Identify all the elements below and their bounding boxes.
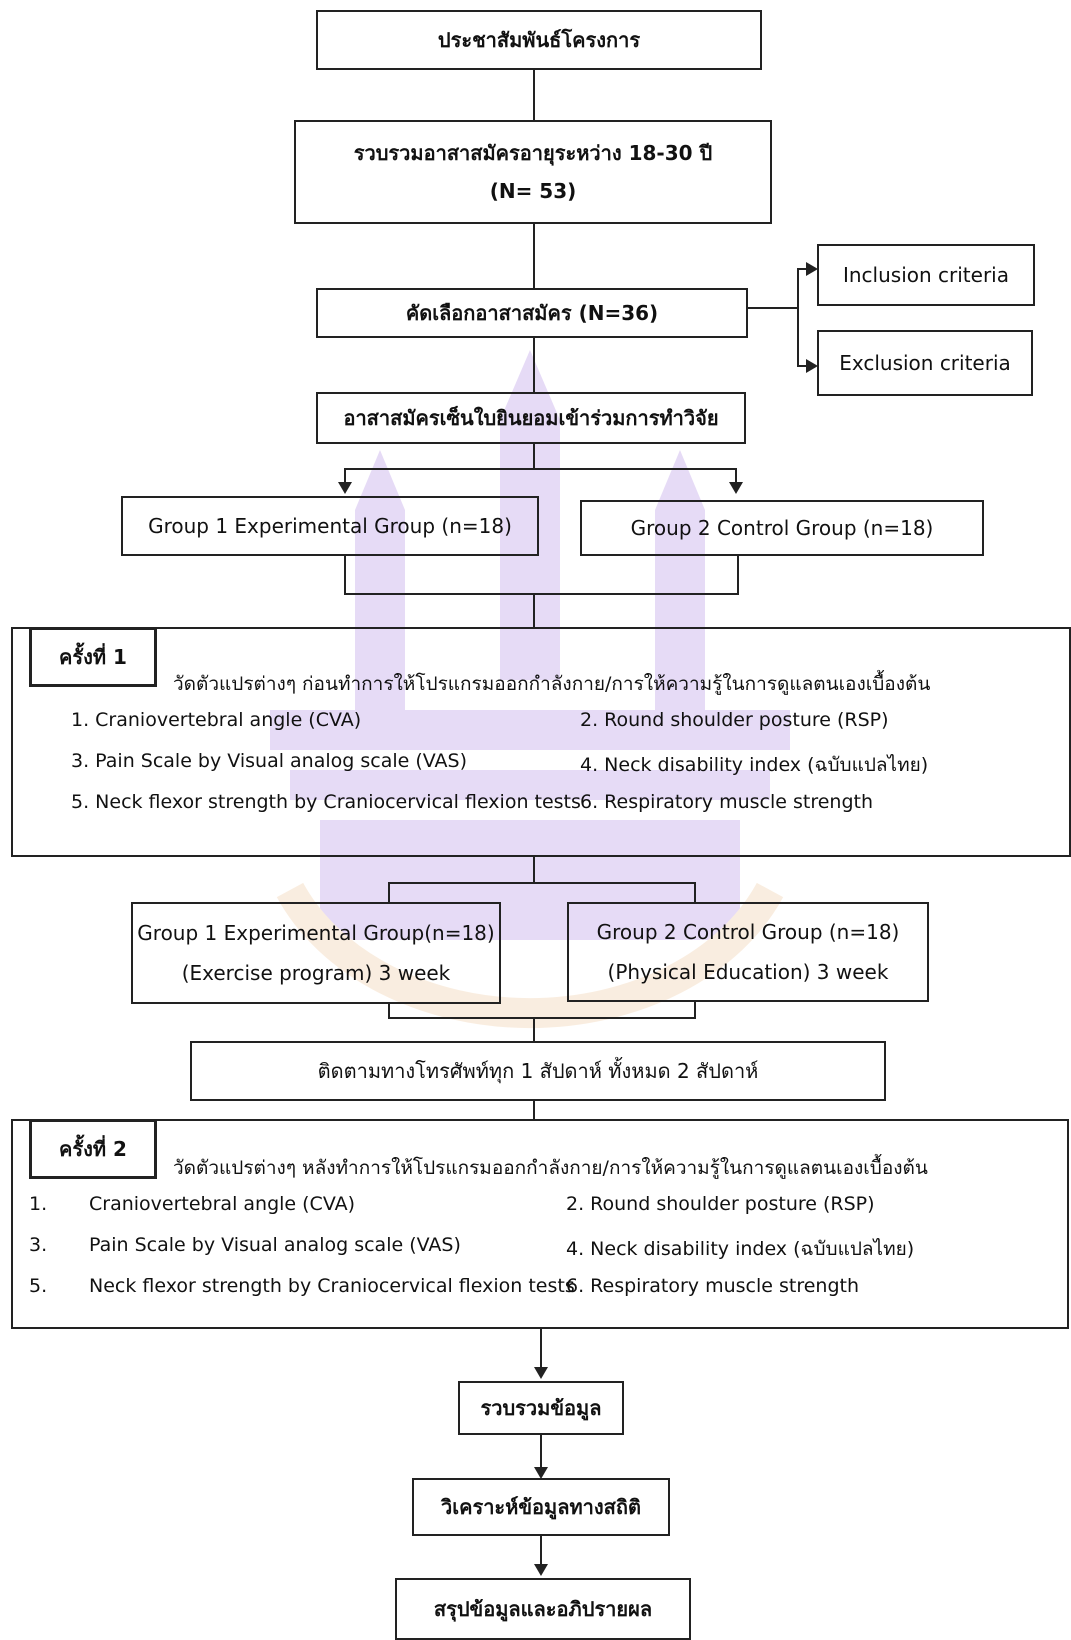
connector xyxy=(533,444,535,470)
conclude-box: สรุปข้อมูลและอภิปรายผล xyxy=(395,1578,691,1640)
inclusion-criteria-box: Inclusion criteria xyxy=(817,244,1035,306)
connector xyxy=(533,857,535,883)
collect-data-box: รวบรวมข้อมูล xyxy=(458,1381,624,1435)
session1-heading: วัดตัวแปรต่างๆ ก่อนทำการให้โปรแกรมออกกำล… xyxy=(173,673,931,695)
session2-label: ครั้งที่ 2 xyxy=(29,1119,157,1179)
arrow xyxy=(338,482,352,494)
intervention-group2-box: Group 2 Control Group (n=18) (Physical E… xyxy=(567,902,929,1002)
publicize-box: ประชาสัมพันธ์โครงการ xyxy=(316,10,762,70)
connector xyxy=(797,268,807,270)
session2-number: 1. xyxy=(29,1193,48,1215)
connector xyxy=(533,1101,535,1119)
collect-data-text: รวบรวมข้อมูล xyxy=(480,1396,602,1420)
analyze-data-text: วิเคราะห์ข้อมูลทางสถิติ xyxy=(441,1495,641,1519)
group1-text: Group 1 Experimental Group (n=18) xyxy=(148,514,512,538)
consent-box: อาสาสมัครเซ็นใบยินยอมเข้าร่วมการทำวิจัย xyxy=(316,392,746,444)
intervention-group2-title: Group 2 Control Group (n=18) xyxy=(596,920,900,944)
connector xyxy=(533,338,535,392)
session1-item: 4. Neck disability index (ฉบับแปลไทย) xyxy=(580,754,929,776)
connector xyxy=(344,468,346,482)
connector xyxy=(388,882,390,902)
conclude-text: สรุปข้อมูลและอภิปรายผล xyxy=(433,1597,653,1621)
session1-item: 1. Craniovertebral angle (CVA) xyxy=(71,709,362,731)
session2-item: Pain Scale by Visual analog scale (VAS) xyxy=(89,1234,461,1256)
session2-item: 2. Round shoulder posture (RSP) xyxy=(566,1193,875,1215)
session2-item: 6. Respiratory muscle strength xyxy=(566,1275,859,1297)
connector xyxy=(737,556,739,594)
connector xyxy=(540,1435,542,1469)
session1-item: 3. Pain Scale by Visual analog scale (VA… xyxy=(71,750,468,772)
recruit-box: รวบรวมอาสาสมัครอายุระหว่าง 18-30 ปี (N= … xyxy=(294,120,772,224)
session1-item: 5. Neck flexor strength by Craniocervica… xyxy=(71,791,581,813)
intervention-group1-title: Group 1 Experimental Group(n=18) xyxy=(137,921,495,945)
group2-text: Group 2 Control Group (n=18) xyxy=(630,516,934,540)
connector xyxy=(694,882,696,902)
connector xyxy=(533,593,535,627)
session2-number: 5. xyxy=(29,1275,48,1297)
arrow xyxy=(806,262,818,276)
inclusion-text: Inclusion criteria xyxy=(842,263,1009,287)
screening-text: คัดเลือกอาสาสมัคร (N=36) xyxy=(405,301,659,325)
connector xyxy=(344,556,346,594)
exclusion-criteria-box: Exclusion criteria xyxy=(817,330,1033,396)
connector xyxy=(344,468,737,470)
followup-text: ติดตามทางโทรศัพท์ทุก 1 สัปดาห์ ทั้งหมด 2… xyxy=(317,1059,759,1083)
exclusion-text: Exclusion criteria xyxy=(839,351,1011,375)
group1-box: Group 1 Experimental Group (n=18) xyxy=(121,496,539,556)
session1-label: ครั้งที่ 1 xyxy=(29,627,157,687)
connector xyxy=(797,268,799,366)
recruit-count: (N= 53) xyxy=(489,179,577,203)
session2-item: 4. Neck disability index (ฉบับแปลไทย) xyxy=(566,1238,915,1260)
connector xyxy=(797,365,807,367)
session1-item: 6. Respiratory muscle strength xyxy=(580,791,873,813)
connector xyxy=(540,1329,542,1369)
intervention-group1-box: Group 1 Experimental Group(n=18) (Exerci… xyxy=(131,902,501,1004)
session2-heading: วัดตัวแปรต่างๆ หลังทำการให้โปรแกรมออกกำล… xyxy=(173,1157,928,1179)
session1-item: 2. Round shoulder posture (RSP) xyxy=(580,709,889,731)
followup-box: ติดตามทางโทรศัพท์ทุก 1 สัปดาห์ ทั้งหมด 2… xyxy=(190,1041,886,1101)
connector xyxy=(533,70,535,120)
arrow xyxy=(534,1367,548,1379)
session2-number: 3. xyxy=(29,1234,48,1256)
connector xyxy=(388,1004,390,1018)
session2-item: Craniovertebral angle (CVA) xyxy=(89,1193,356,1215)
publicize-text: ประชาสัมพันธ์โครงการ xyxy=(437,28,641,52)
connector xyxy=(344,593,739,595)
screening-box: คัดเลือกอาสาสมัคร (N=36) xyxy=(316,288,748,338)
connector xyxy=(735,468,737,482)
connector xyxy=(533,224,535,288)
connector xyxy=(388,1017,696,1019)
arrow xyxy=(534,1564,548,1576)
connector xyxy=(540,1536,542,1566)
recruit-text: รวบรวมอาสาสมัครอายุระหว่าง 18-30 ปี xyxy=(353,141,713,165)
group2-box: Group 2 Control Group (n=18) xyxy=(580,500,984,556)
session2-item: Neck flexor strength by Craniocervical f… xyxy=(89,1275,575,1297)
analyze-data-box: วิเคราะห์ข้อมูลทางสถิติ xyxy=(412,1478,670,1536)
arrow xyxy=(534,1467,548,1479)
connector xyxy=(388,882,696,884)
arrow xyxy=(729,482,743,494)
consent-text: อาสาสมัครเซ็นใบยินยอมเข้าร่วมการทำวิจัย xyxy=(343,406,719,430)
session1-panel: ครั้งที่ 1 วัดตัวแปรต่างๆ ก่อนทำการให้โป… xyxy=(11,627,1071,857)
arrow xyxy=(806,359,818,373)
connector xyxy=(748,307,798,309)
intervention-group2-detail: (Physical Education) 3 week xyxy=(607,960,889,984)
connector xyxy=(694,1002,696,1018)
session2-panel: ครั้งที่ 2 วัดตัวแปรต่างๆ หลังทำการให้โป… xyxy=(11,1119,1069,1329)
connector xyxy=(533,1017,535,1041)
intervention-group1-detail: (Exercise program) 3 week xyxy=(181,961,451,985)
